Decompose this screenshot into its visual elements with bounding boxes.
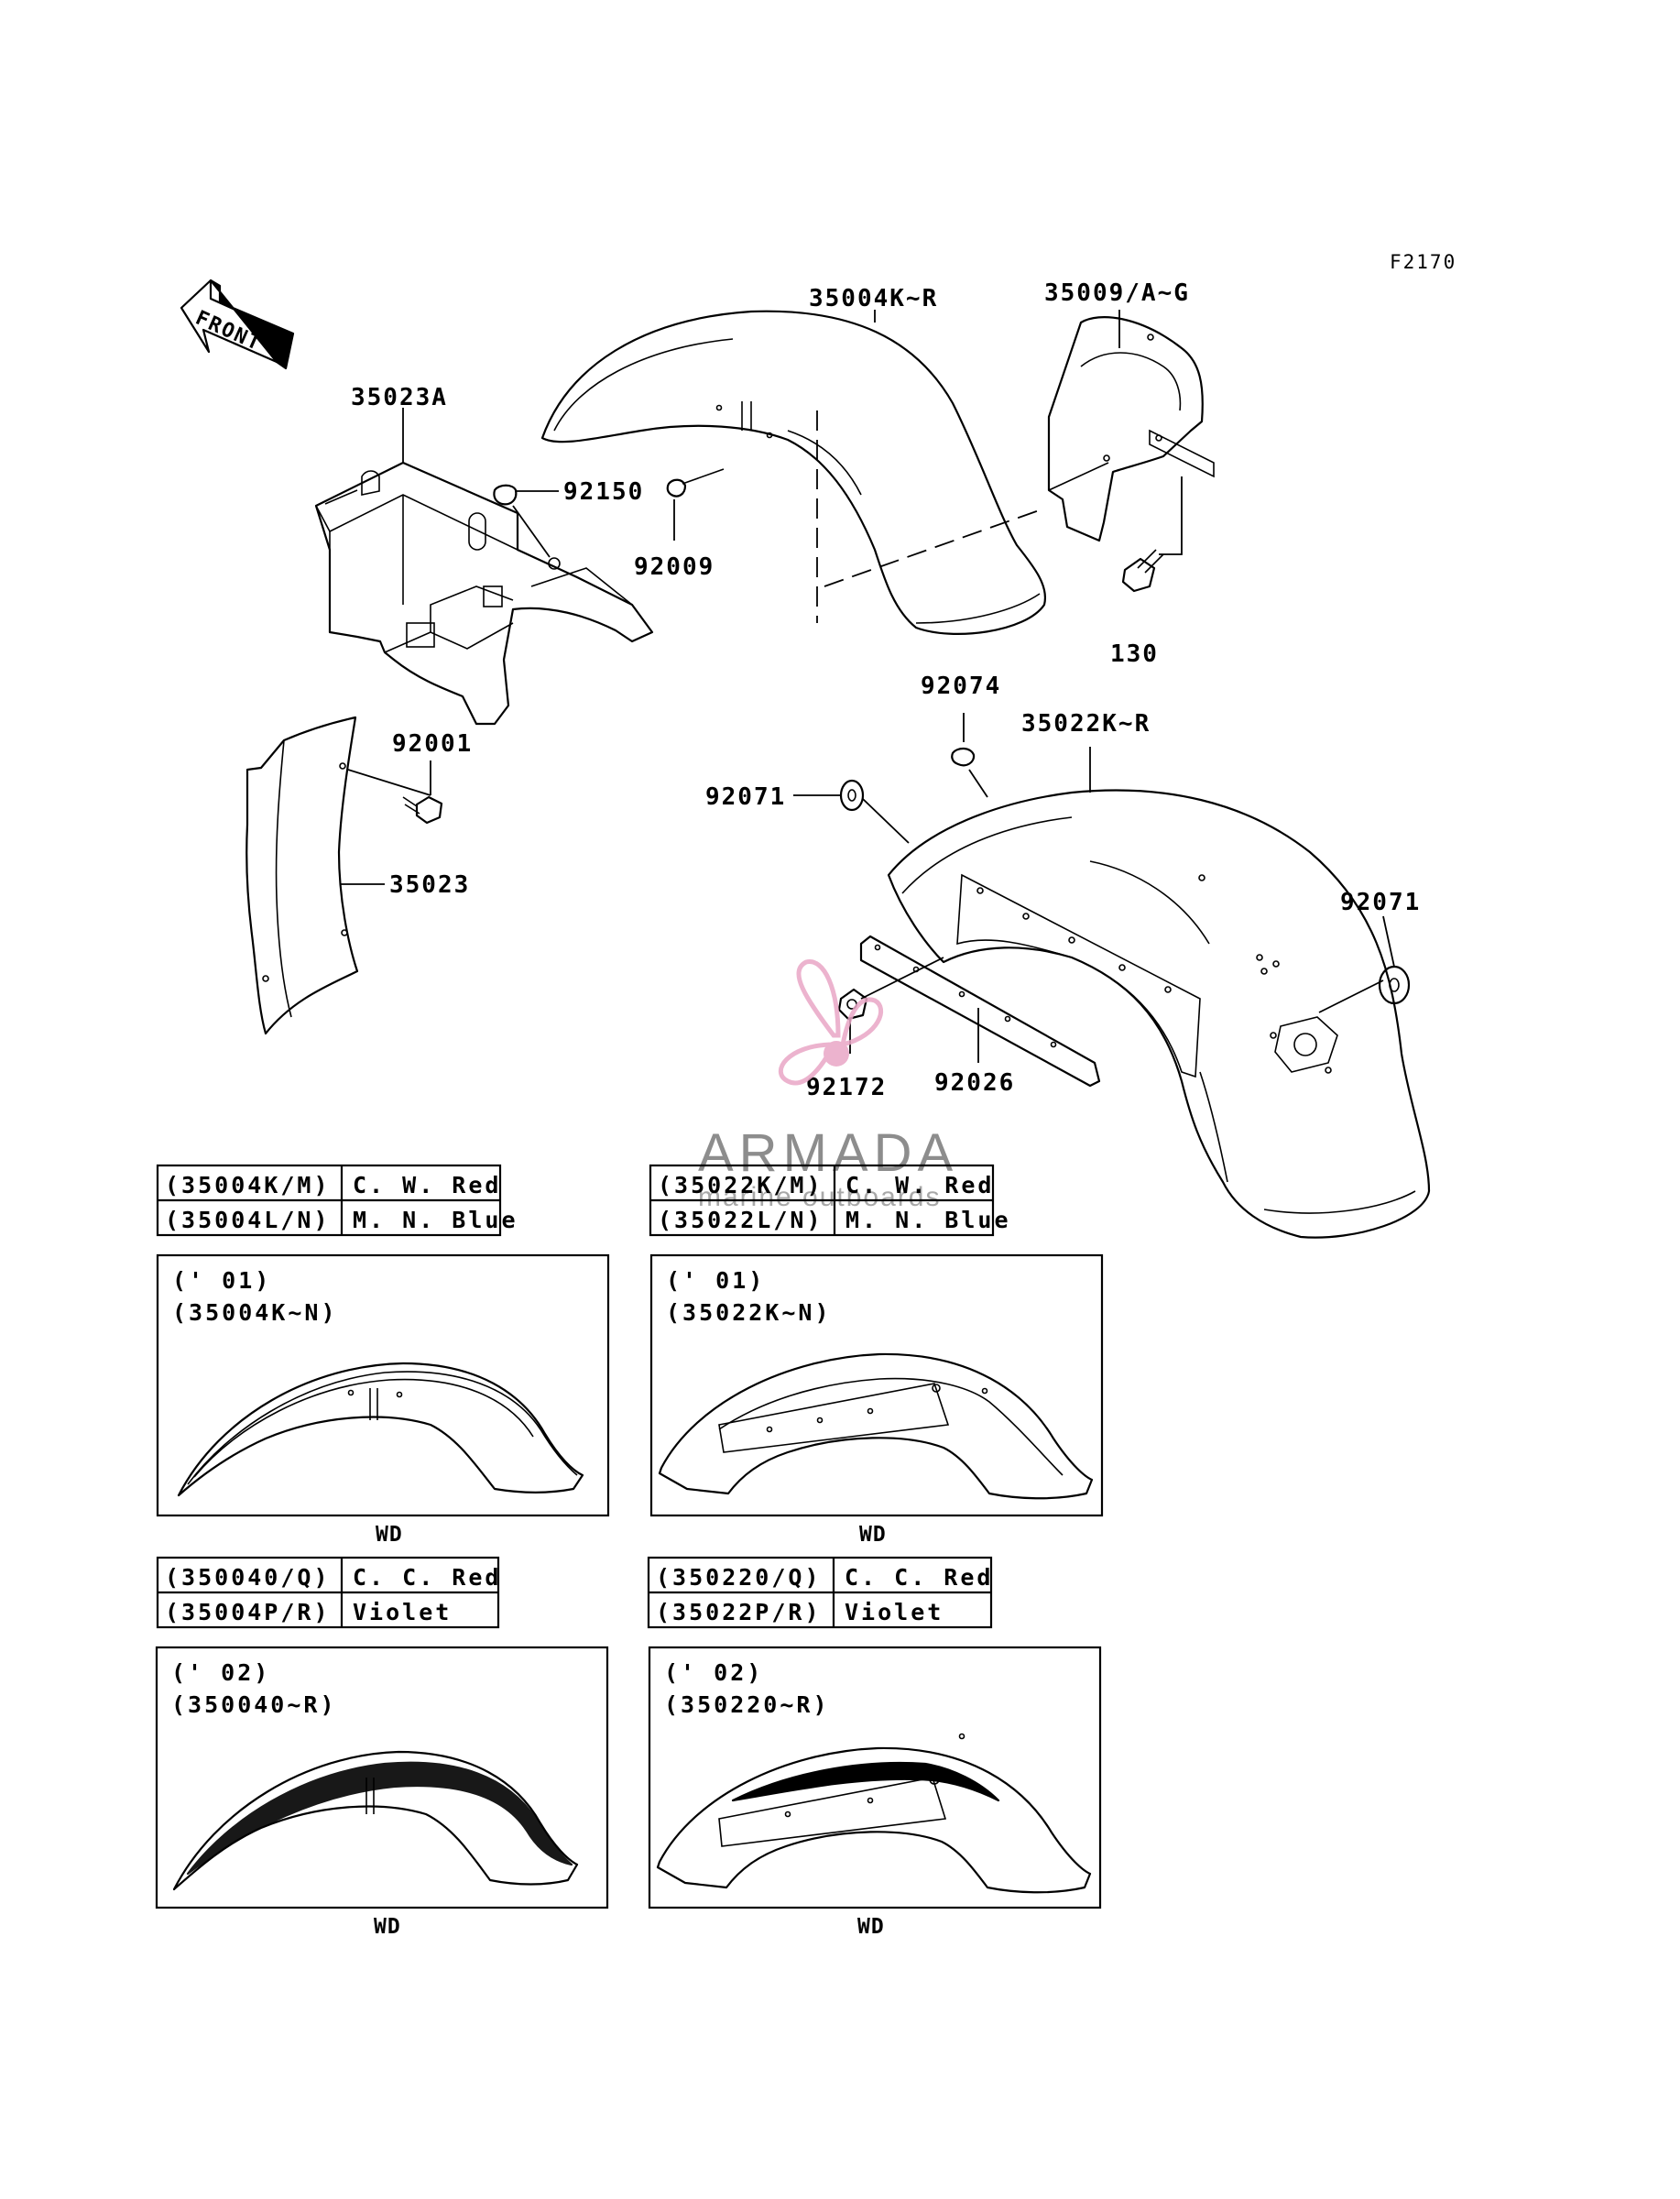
watermark: ARMADA marine outboards xyxy=(698,959,958,1212)
figure-code: F2170 xyxy=(1390,251,1456,273)
fender-strip xyxy=(859,935,1101,1088)
variant-year: (' 02) xyxy=(171,1659,270,1686)
screw-92172 xyxy=(837,957,944,1054)
inner-fender-box xyxy=(314,461,654,726)
grommet-92074 xyxy=(951,713,988,798)
bolt-130 xyxy=(1121,476,1183,593)
variant-range: (350040~R) xyxy=(171,1691,337,1718)
table-color: M. N. Blue xyxy=(845,1207,1011,1233)
rear-fender xyxy=(887,789,1431,1239)
variant-box-rear-01: (' 01) (35022K~N) WD xyxy=(649,1253,1104,1547)
color-table-front-01: (35004K/M) C. W. Red (35004L/N) M. N. Bl… xyxy=(156,1164,518,1237)
callout-35009: 35009/A~G xyxy=(1044,279,1190,307)
table-color: C. C. Red xyxy=(353,1564,501,1591)
front-arrow-icon: FRONT xyxy=(180,279,295,370)
callout-35004: 35004K~R xyxy=(809,285,938,312)
callout-130: 130 xyxy=(1110,640,1159,668)
variant-range: (350220~R) xyxy=(664,1691,830,1718)
table-color: C. C. Red xyxy=(845,1564,993,1591)
variant-year: (' 01) xyxy=(666,1267,765,1294)
table-color: C. W. Red xyxy=(353,1172,501,1198)
callout-92172: 92172 xyxy=(806,1074,887,1101)
nut-92150 xyxy=(493,484,559,558)
table-code: (35004K/M) xyxy=(165,1172,331,1198)
propeller-icon xyxy=(778,959,884,1086)
mud-flap xyxy=(245,716,385,1035)
callout-92074: 92074 xyxy=(921,673,1001,700)
callout-92026: 92026 xyxy=(934,1069,1015,1097)
callout-92150: 92150 xyxy=(563,478,644,506)
variant-box-front-01: (' 01) (35004K~N) WD xyxy=(156,1253,610,1547)
callout-92001: 92001 xyxy=(392,730,473,758)
callout-35023A: 35023A xyxy=(351,384,448,411)
front-arrow-label: FRONT xyxy=(192,307,266,356)
callout-92071-left: 92071 xyxy=(705,783,786,811)
callout-35023: 35023 xyxy=(389,871,470,899)
table-code: (350040/Q) xyxy=(165,1564,331,1591)
table-code: (35004P/R) xyxy=(165,1599,331,1625)
front-fender-sketch xyxy=(177,1362,584,1497)
front-fender xyxy=(540,310,1047,635)
color-table-front-02: (350040/Q) C. C. Red (35004P/R) Violet xyxy=(156,1556,501,1629)
rear-fender-sketch xyxy=(656,1733,1092,1894)
variant-caption: WD xyxy=(376,1523,403,1547)
table-code: (35022K/M) xyxy=(658,1172,824,1198)
table-code: (35022L/N) xyxy=(658,1207,824,1233)
watermark-brand: ARMADA xyxy=(698,1123,958,1183)
washer-92071-left xyxy=(793,779,910,844)
watermark-tagline: marine outboards xyxy=(698,1182,941,1212)
table-code: (35022P/R) xyxy=(656,1599,822,1625)
color-table-rear-01: (35022K/M) C. W. Red (35022L/N) M. N. Bl… xyxy=(649,1164,1011,1237)
screw-92009 xyxy=(666,468,725,541)
color-table-rear-02: (350220/Q) C. C. Red (35022P/R) Violet xyxy=(647,1556,993,1629)
table-color: Violet xyxy=(845,1599,944,1625)
variant-year: (' 02) xyxy=(664,1659,763,1686)
table-code: (35004L/N) xyxy=(165,1207,331,1233)
variant-caption: WD xyxy=(859,1523,887,1547)
variant-box-rear-02: (' 02) (350220~R) WD xyxy=(648,1646,1102,1939)
variant-range: (35004K~N) xyxy=(172,1299,338,1326)
callout-92009: 92009 xyxy=(634,553,715,581)
bolt-92001 xyxy=(347,760,443,825)
variant-caption: WD xyxy=(857,1915,885,1939)
table-color: Violet xyxy=(353,1599,452,1625)
rear-fender-sketch xyxy=(658,1352,1094,1500)
washer-92071-right xyxy=(1318,915,1411,1013)
callout-92071-right: 92071 xyxy=(1340,889,1421,916)
fender-bracket xyxy=(1047,316,1215,542)
variant-caption: WD xyxy=(374,1915,401,1939)
table-color: M. N. Blue xyxy=(353,1207,518,1233)
table-color: C. W. Red xyxy=(845,1172,994,1198)
variant-box-front-02: (' 02) (350040~R) WD xyxy=(155,1646,609,1939)
variant-range: (35022K~N) xyxy=(666,1299,832,1326)
table-code: (350220/Q) xyxy=(656,1564,822,1591)
variant-year: (' 01) xyxy=(172,1267,271,1294)
callout-35022: 35022K~R xyxy=(1021,710,1151,738)
front-fender-sketch xyxy=(172,1750,579,1891)
